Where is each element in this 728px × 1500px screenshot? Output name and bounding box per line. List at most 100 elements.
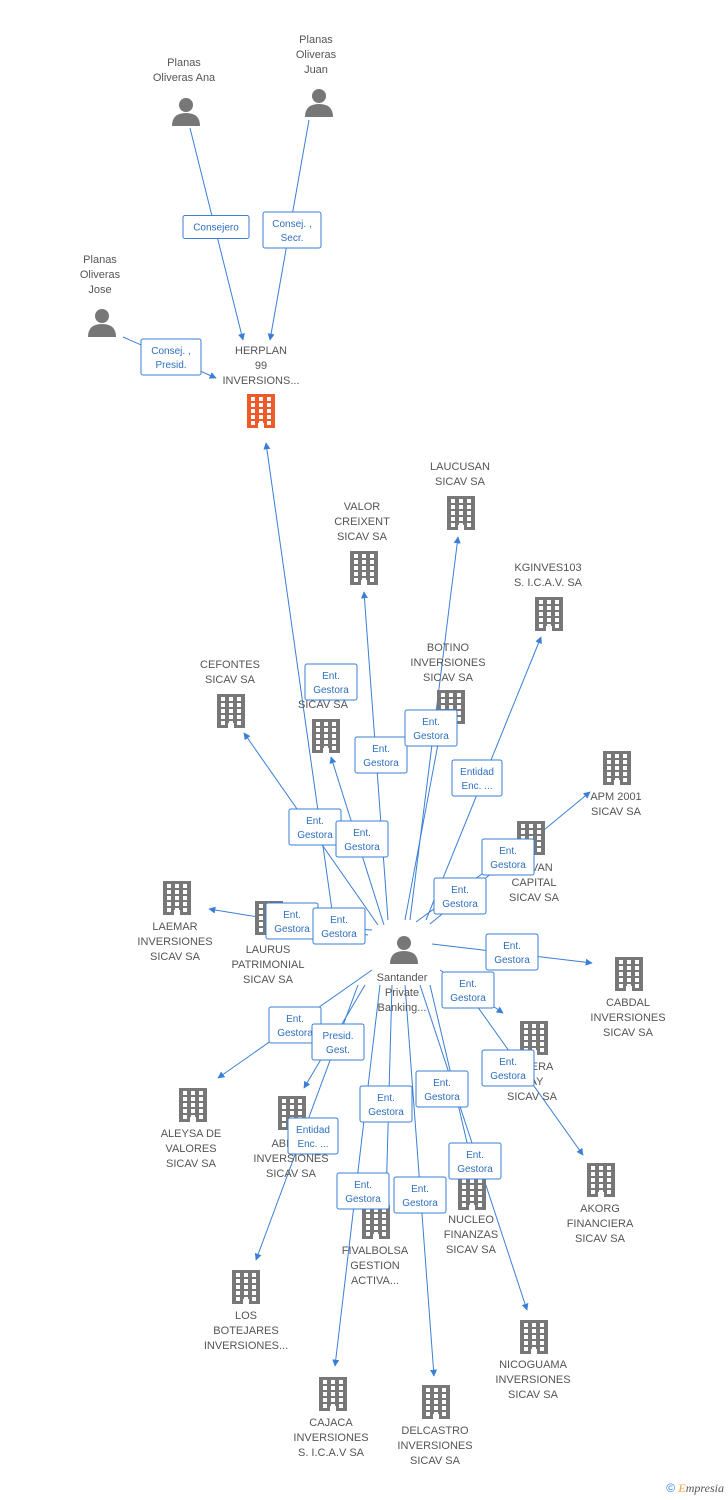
edge-label-ana-herplan[interactable]: Consejero (182, 215, 250, 239)
edge-label-text: Ent. (286, 1014, 304, 1025)
edge-label-santander-avan[interactable]: Ent.Gestora (433, 877, 487, 915)
edge-label-text: Ent. (422, 717, 440, 728)
edge-label-santander-delcastro[interactable]: Ent.Gestora (393, 1176, 447, 1214)
person-icon (390, 936, 418, 964)
edge-label-box (304, 663, 358, 701)
edge-label-text: Ent. (353, 828, 371, 839)
node-label: CAPITAL (511, 877, 556, 889)
node-label: SICAV SA (150, 951, 201, 963)
edge-label-santander-botino[interactable]: Ent.Gestora (404, 709, 458, 747)
edge-label-santander-cabdal[interactable]: Ent.Gestora (485, 933, 539, 971)
node-label: BOTEJARES (213, 1325, 278, 1337)
node-label: Juan (304, 64, 328, 76)
node-financiera[interactable]: ...CIERA...AYSICAV SA (507, 1021, 558, 1103)
building-icon (422, 1385, 450, 1419)
edge-label-santander-akorg[interactable]: Ent. Gestora (481, 1049, 535, 1087)
edge-label-text: Ent. (466, 1150, 484, 1161)
edge-label-text: Entidad (296, 1125, 330, 1136)
node-label: SICAV SA (575, 1233, 626, 1245)
node-label: INVERSIONES... (204, 1340, 288, 1352)
edge-label-text: Gestora (297, 830, 333, 841)
footer-brand[interactable]: © Empresia (666, 1481, 724, 1496)
edge-label-santander-laemar[interactable]: Ent.Gestora (265, 902, 319, 940)
node-label: NICOGUAMA (499, 1359, 568, 1371)
edge-label-santander-laurus[interactable]: Ent.Gestora (312, 907, 366, 945)
edge-label-santander-valor[interactable]: Ent.Gestora (354, 736, 408, 774)
edge-label-box (393, 1176, 447, 1214)
building-icon (520, 1021, 548, 1055)
node-santander[interactable]: SantanderPrivateBanking... (377, 936, 428, 1014)
edge-label-santander-herplan[interactable]: Ent.Gestora (304, 663, 358, 701)
edge-label-text: Gestora (313, 685, 349, 696)
node-botejares[interactable]: LOSBOTEJARESINVERSIONES... (204, 1270, 288, 1352)
node-label: FINANCIERA (567, 1218, 634, 1230)
edge-label-santander-aleysa[interactable]: Ent. Gestora (268, 1006, 322, 1044)
building-icon (535, 597, 563, 631)
edge-label-santander-financiera[interactable]: Ent.Gestora (441, 971, 495, 1009)
edge-label-santander-nicoguama[interactable]: Ent.Gestora (448, 1142, 502, 1180)
edge-label-box (451, 759, 503, 797)
building-icon (458, 1176, 486, 1210)
node-label: ALEYSA DE (161, 1128, 222, 1140)
edge-label-text: Gestora (450, 993, 486, 1004)
edge-label-text: Gestora (490, 860, 526, 871)
building-icon (447, 496, 475, 530)
edge-label-santander-fivalbolsa[interactable]: Ent.Gestora (359, 1085, 413, 1123)
node-label: SICAV SA (435, 476, 486, 488)
node-label: Oliveras (80, 269, 121, 281)
edge-label-text: Gestora (277, 1028, 313, 1039)
edge-label-text: Ent. (354, 1180, 372, 1191)
edge-label-santander-abenv[interactable]: Presid.Gest. (311, 1023, 365, 1061)
node-label: S. I.C.A.V. SA (514, 577, 583, 589)
edge-label-text: Ent. (433, 1078, 451, 1089)
node-laemar[interactable]: LAEMAR INVERSIONES SICAV SA (137, 881, 213, 963)
edge-label-box (336, 1172, 390, 1210)
edge-label-box (359, 1085, 413, 1123)
edge-label-juan-herplan[interactable]: Consej. ,Secr. (262, 211, 322, 249)
node-fivalbolsa[interactable]: FIVALBOLSAGESTIONACTIVA... (342, 1205, 409, 1287)
edge-label-santander-cajaca[interactable]: Ent.Gestora (336, 1172, 390, 1210)
edge-label-santander-apm[interactable]: Ent.Gestora (481, 838, 535, 876)
node-label: SICAV SA (243, 974, 294, 986)
edge-label-text: Gestora (424, 1092, 460, 1103)
edge-label-box (433, 877, 487, 915)
edge-label-text: Ent. (306, 816, 324, 827)
node-label: SICAV SA (603, 1027, 654, 1039)
edge-label-santander-cefontes[interactable]: Ent. Gestora (288, 808, 342, 846)
edge-label-jose-herplan[interactable]: Consej. ,Presid. (140, 338, 202, 376)
node-label: SICAV SA (507, 1091, 558, 1103)
node-label: INVERSIONES (137, 936, 212, 948)
edge-label-santander-botejares[interactable]: EntidadEnc. ... (287, 1117, 339, 1155)
edge-label-santander-kginves[interactable]: EntidadEnc. ... (451, 759, 503, 797)
edge-label-santander-cainv[interactable]: Ent.Gestora (335, 820, 389, 858)
node-label: LAEMAR (152, 921, 197, 933)
edge-label-text: Presid. (322, 1031, 353, 1042)
edge-label-text: Gestora (490, 1071, 526, 1082)
person-icon (172, 98, 200, 126)
edge-label-text: Gestora (321, 929, 357, 940)
edge-label-box (448, 1142, 502, 1180)
edge-label-santander-nucleo[interactable]: Ent. Gestora (415, 1070, 469, 1108)
edge-label-text: Ent. (499, 1057, 517, 1068)
node-label: SICAV SA (337, 531, 388, 543)
node-label: SICAV SA (205, 674, 256, 686)
node-herplan[interactable]: HERPLAN99INVERSIONS... (222, 345, 300, 428)
edge-label-text: Consej. , (272, 219, 311, 230)
edge-label-text: Gestora (402, 1198, 438, 1209)
node-label: SICAV SA (266, 1168, 317, 1180)
